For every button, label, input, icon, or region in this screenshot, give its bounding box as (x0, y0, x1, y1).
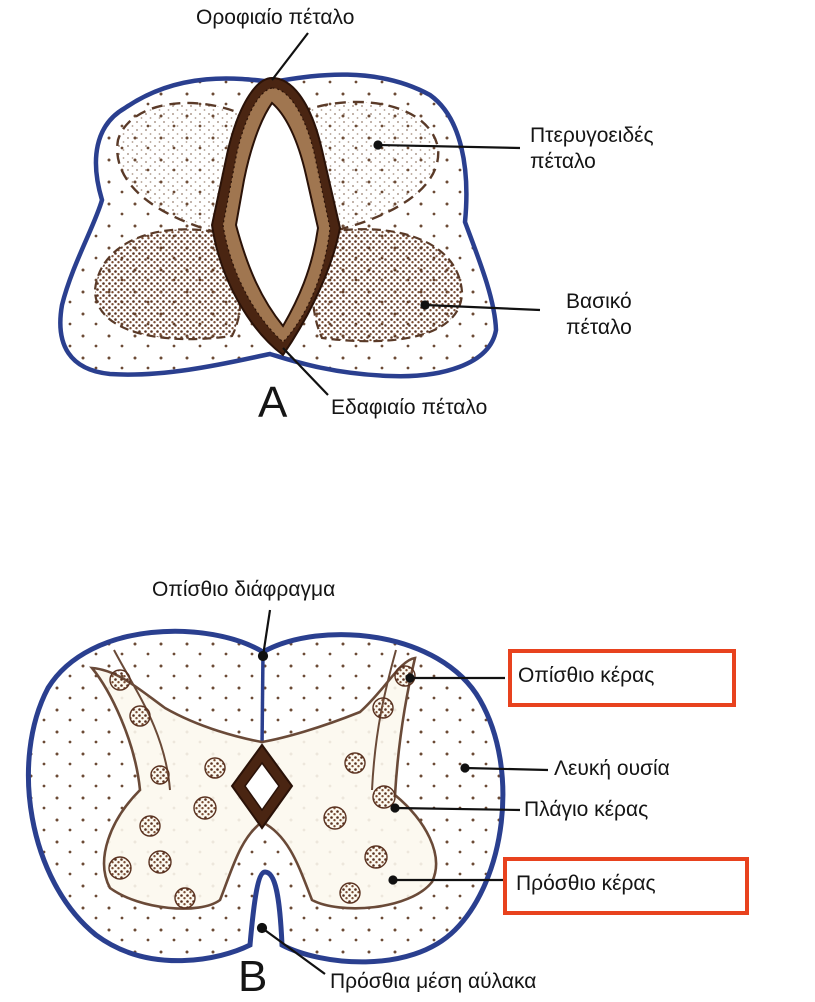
neuron-cluster (109, 857, 131, 879)
neuron-cluster (151, 766, 169, 784)
panel-b-letter: B (238, 952, 267, 1002)
leader-lateral-horn-dot (392, 805, 399, 812)
leader-anterior-fissure-dot (258, 924, 266, 932)
label-posterior-horn: Οπίσθιο κέρας (518, 664, 654, 688)
label-lateral-horn: Πλάγιο κέρας (524, 798, 648, 822)
label-floor-plate: Εδαφιαίο πέταλο (331, 396, 487, 420)
label-posterior-septum: Οπίσθιο διάφραγμα (152, 578, 335, 602)
panel-a-letter: A (258, 378, 287, 428)
neuron-cluster (130, 706, 150, 726)
label-anterior-horn: Πρόσθιο κέρας (516, 872, 656, 896)
label-basal-plate-line1: Βασικό (566, 290, 632, 314)
label-basal-plate-line2: πέταλο (566, 316, 632, 340)
neuron-cluster (373, 786, 395, 808)
leader-posterior-horn-dot (407, 675, 414, 682)
posterior-septum-line (262, 652, 263, 748)
label-alar-plate-line2: πέταλο (530, 150, 596, 174)
label-alar-plate-line1: Πτερυγοειδές (530, 124, 654, 148)
label-roof-plate: Οροφιαίο πέταλο (196, 6, 354, 30)
neuron-cluster (345, 753, 365, 773)
neuron-cluster (373, 698, 393, 718)
label-anterior-median-fissure: Πρόσθια μέση αύλακα (330, 970, 536, 994)
neuron-cluster (205, 758, 225, 778)
leader-roof-plate (272, 33, 308, 80)
neuron-cluster (340, 883, 360, 903)
neuron-cluster (324, 807, 346, 829)
label-white-matter: Λευκή ουσία (554, 757, 670, 781)
neuron-cluster (110, 670, 130, 690)
panel-a-neural-tube (60, 75, 496, 377)
panel-b-spinal-cord (28, 631, 502, 962)
leader-alar-dot (375, 142, 382, 149)
neuron-cluster (194, 797, 216, 819)
leader-anterior-horn-dot (390, 877, 397, 884)
neuron-cluster (149, 851, 171, 873)
leader-basal-dot (422, 302, 429, 309)
leader-white-matter-dot (462, 765, 469, 772)
neuron-cluster (175, 888, 195, 908)
leader-posterior-septum-dot (259, 652, 267, 660)
neuron-cluster (365, 846, 387, 868)
neuron-cluster (140, 816, 160, 836)
